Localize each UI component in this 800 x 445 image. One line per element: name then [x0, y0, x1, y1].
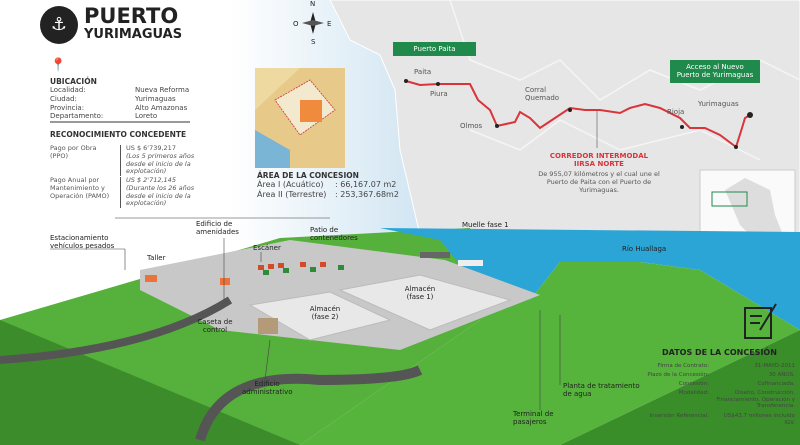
datos-title: DATOS DE LA CONCESIÓN: [662, 348, 777, 357]
datos-value: Diseño, Construcción, Financiamiento, Op…: [716, 389, 795, 410]
ubicacion-value: Alto Amazonas: [135, 103, 188, 112]
ubicacion-key: Localidad:: [50, 86, 86, 94]
logo-title: PUERTO: [84, 4, 179, 28]
area-value: : 253,367.68m2: [335, 190, 399, 199]
datos-value: US$43.7 millones incluido IGV.: [723, 413, 795, 427]
ubicacion-key: Ciudad:: [50, 94, 77, 103]
label-edificio-amenidades: Edificio de amenidades: [196, 220, 239, 237]
ubicacion-section: UBICACIÓN Localidad: Nueva Reforma Ciudad…: [50, 77, 189, 121]
pamo-label: Pago Anual por Mantenimiento y Operación…: [50, 176, 110, 200]
datos-key: Plazo de la Concesión:: [647, 371, 709, 378]
iirsa-route: [405, 80, 751, 149]
area-key: Área I (Acuático): [257, 180, 324, 189]
contract-icon: [744, 303, 777, 339]
ubicacion-value: Nueva Reforma: [135, 86, 190, 94]
ubicacion-key: Departamento:: [50, 112, 104, 121]
label-planta: Planta de tratamiento de agua: [563, 382, 640, 399]
city-label: Paita: [414, 68, 432, 76]
city-label: Corral Quemado: [525, 86, 560, 102]
ubicacion-value: Loreto: [135, 112, 158, 121]
city-label: Rioja: [667, 108, 685, 116]
area-key: Área II (Terrestre): [257, 190, 327, 199]
ship-logo-icon: ⚓: [40, 6, 78, 44]
datos-value: Cofinanciada.: [757, 380, 795, 387]
label-rio: Río Huallaga: [622, 245, 667, 253]
label-escaner: Escáner: [253, 244, 281, 252]
label-muelle: Muelle fase 1: [462, 221, 509, 229]
city-label: Yurimaguas: [698, 100, 739, 108]
label-patio: Patio de contenedores: [310, 226, 358, 243]
corridor-description: De 955,07 kilómetros y el cual une el Pu…: [538, 170, 660, 194]
label-almacen-1: Almacén (fase 1): [404, 285, 436, 302]
callout-puerto-paita: Puerto Paita: [393, 42, 476, 57]
peru-land: [329, 0, 800, 236]
pamo-note: (Durante los 26 años desde el inicio de …: [126, 183, 195, 208]
label-almacen-2: Almacén (fase 2): [309, 305, 341, 322]
city-label: Piura: [430, 90, 448, 98]
label-terminal: Terminal de pasajeros: [513, 410, 554, 427]
ubicacion-key: Provincia:: [50, 103, 85, 112]
compass-south: S: [311, 38, 316, 46]
pamo-value: US $ 2'712,145 (Durante los 26 años desd…: [120, 176, 215, 209]
corridor-title: CORREDOR INTERMODAL IIRSA NORTE: [549, 152, 649, 169]
ubicacion-title: UBICACIÓN: [50, 77, 97, 86]
area-title: ÁREA DE LA CONCESION: [257, 171, 359, 180]
label-taller: Taller: [147, 254, 166, 262]
label-caseta: Caseta de control: [197, 318, 233, 335]
reconocimiento-title: RECONOCIMIENTO CONCEDENTE: [50, 130, 187, 139]
label-estacionamiento: Estacionamiento vehículos pesados: [50, 234, 115, 251]
area-section: ÁREA DE LA CONCESION Área I (Acuático) : …: [257, 171, 399, 200]
compass-east: E: [327, 20, 332, 28]
area-value: : 66,167.07 m2: [335, 180, 397, 189]
ppo-label: Pago por Obra (PPO): [50, 144, 97, 160]
pamo-amount: US $ 2'712,145: [126, 176, 176, 184]
ppo-amount: US $ 6'739,217: [126, 144, 176, 152]
ship: [420, 252, 450, 258]
datos-key: Firma de Contrato:: [657, 363, 709, 369]
datos-key: Inversión Referencial:: [649, 413, 709, 420]
datos-key: Concesión:: [678, 380, 709, 387]
label-edificio-admin: Edificio administrativo: [242, 380, 293, 397]
datos-value: 31-MAYO-2011: [754, 363, 795, 369]
logo-subtitle: YURIMAGUAS: [84, 27, 183, 42]
location-pin-icon: 📍: [50, 58, 67, 73]
ppo-note: (Los 5 primeros años desde el inicio de …: [126, 151, 195, 176]
compass-west: O: [293, 20, 299, 28]
datos-table: Firma de Contrato: 31-MAYO-2011 Plazo de …: [640, 363, 795, 427]
ubicacion-value: Yurimaguas: [135, 94, 176, 103]
ppo-value: US $ 6'739,217 (Los 5 primeros años desd…: [120, 144, 210, 177]
datos-value: 30 AÑOS.: [768, 371, 795, 378]
river: [380, 228, 800, 330]
city-label: Olmos: [460, 122, 483, 130]
callout-acceso-yurimaguas: Acceso al Nuevo Puerto de Yurimaguas: [670, 60, 760, 83]
compass-icon: [302, 12, 324, 34]
datos-key: Modalidad:: [678, 389, 709, 396]
compass-north: N: [310, 0, 316, 8]
